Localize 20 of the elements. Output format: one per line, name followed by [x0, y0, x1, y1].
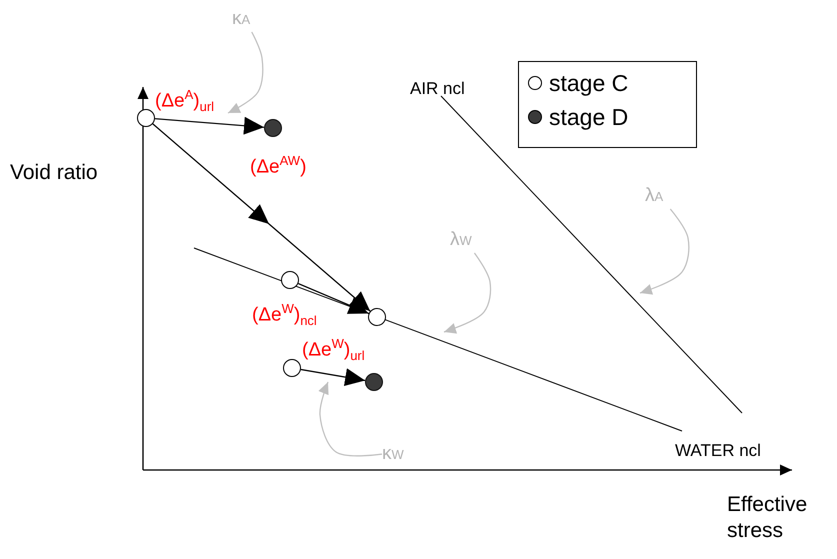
open-point [283, 359, 301, 377]
leader-line [228, 32, 264, 114]
line-label: AIR ncl [410, 78, 465, 100]
line-label: WATER ncl [675, 440, 761, 462]
leader-line [444, 252, 492, 334]
filled-point [264, 119, 282, 137]
arrow [300, 368, 366, 386]
arrow [154, 116, 264, 135]
filled-point [365, 373, 383, 391]
leader-line [318, 382, 382, 456]
arrow [152, 123, 371, 312]
open-point [137, 109, 155, 127]
axis-label: Effective stress [727, 492, 808, 544]
open-point [368, 308, 386, 326]
leader-line [640, 208, 690, 295]
open-point [281, 271, 299, 289]
legend-text: stage C [549, 70, 628, 96]
arrow [298, 282, 369, 314]
axis-label: Void ratio [10, 160, 98, 186]
legend-text: stage D [549, 104, 628, 130]
